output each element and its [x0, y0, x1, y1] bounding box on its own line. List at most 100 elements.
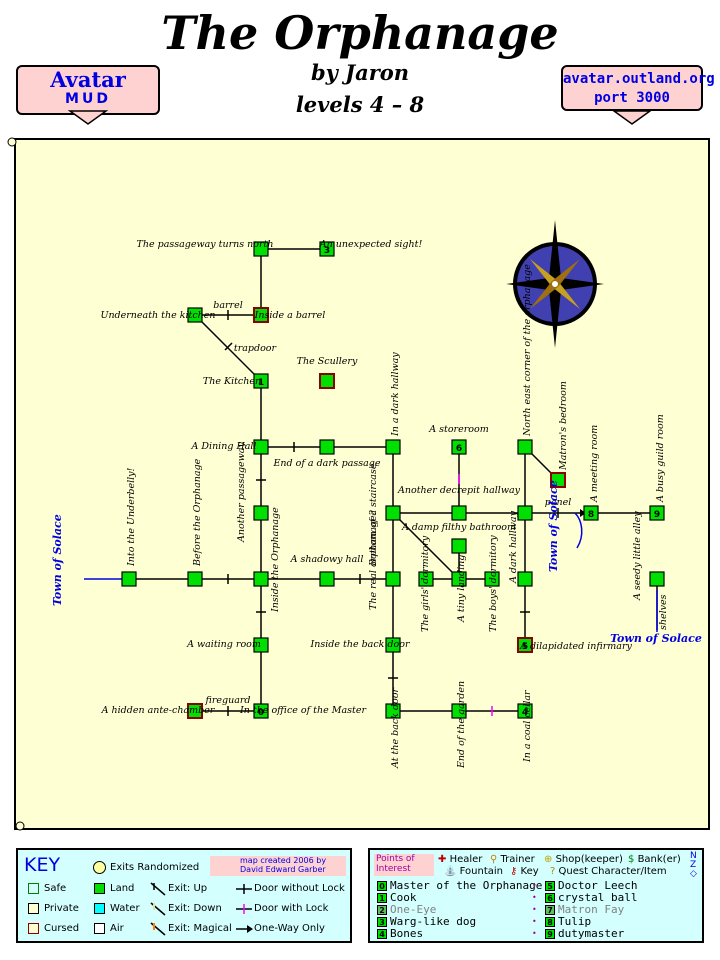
svg-text:The boys' dormitory: The boys' dormitory	[488, 535, 499, 632]
label-before-orphanage: Before the Orphanage	[192, 458, 203, 567]
poi-num-9: 9	[545, 929, 555, 939]
label-end-dark-passage: End of a dark passage	[272, 458, 380, 469]
label-passageway-north: The passageway turns north	[137, 239, 274, 250]
svg-text:In a coal cellar: In a coal cellar	[522, 689, 533, 763]
key-door-with-lock: Door with Lock	[254, 903, 329, 914]
poi-label-0: Master of the Orphanage	[390, 879, 543, 892]
label-northeast-corner: North east corner of the orphanage	[522, 264, 533, 437]
server-address: avatar.outland.org port 3000	[561, 65, 715, 111]
quest-icon: ?	[550, 866, 556, 877]
logo-tail	[67, 110, 109, 125]
scroll-curl-bottom	[15, 821, 25, 831]
key-cursed: Cursed	[44, 923, 80, 934]
poi-num-0: 0	[377, 881, 387, 891]
exit-trapdoor: trapdoor	[234, 343, 278, 354]
legend-quest: Quest Character/Item	[558, 866, 667, 877]
land-swatch	[94, 883, 105, 894]
poi-num-5: 5	[545, 881, 555, 891]
key-title: KEY	[24, 854, 61, 876]
rooms	[121, 241, 665, 719]
svg-text:Inside a barrel: Inside a barrel	[254, 310, 326, 321]
label-storeroom: A storeroom	[428, 424, 488, 435]
logo-bottom: MUD	[65, 91, 111, 107]
poi-bullets: •••••	[532, 881, 537, 938]
svg-text:Town of Solace: Town of Solace	[547, 480, 560, 572]
svg-text:Another passageway: Another passageway	[236, 442, 247, 543]
label-waiting-room: A waiting room	[186, 639, 261, 650]
exit-barrel: barrel	[213, 300, 243, 311]
map-title: The Orphanage	[161, 6, 559, 60]
key-land: Land	[110, 883, 135, 894]
key-safe: Safe	[44, 883, 67, 894]
svg-text:A meeting room: A meeting room	[589, 425, 600, 503]
svg-text:barrel: barrel	[213, 300, 243, 311]
svg-text:North east corner of the orpha: North east corner of the orphanage	[522, 264, 533, 437]
poi-label-2: One-Eye	[390, 903, 437, 916]
safe-swatch	[28, 883, 39, 894]
label-meeting-room: A meeting room	[589, 425, 600, 503]
doors	[224, 310, 559, 716]
svg-text:Inside the back door: Inside the back door	[310, 639, 411, 650]
poi-label-7: Matron Fay	[558, 903, 625, 916]
legend-shop: Shop(keeper)	[555, 854, 623, 865]
svg-text:A tiny landing: A tiny landing	[456, 555, 467, 623]
label-real-orphanage: The real orphanage?	[368, 509, 379, 610]
one-way-arrow	[580, 509, 586, 517]
label-matrons-bedroom: Matron's bedroom	[558, 381, 569, 471]
room-number-3: 3	[324, 246, 330, 256]
svg-text:Matron's bedroom: Matron's bedroom	[558, 381, 569, 471]
exit-shelves: shelves	[658, 594, 669, 630]
poi-num-1: 1	[377, 893, 387, 903]
svg-text:A Dining Hall: A Dining Hall	[191, 441, 257, 452]
key-icon: ⚷	[510, 866, 518, 877]
key-air: Air	[110, 923, 124, 934]
map-scroll	[14, 138, 710, 830]
cursed-swatch	[28, 923, 39, 934]
exit-fireguard: fireguard	[205, 695, 251, 706]
label-dark-hallway-2: A dark hallway	[508, 510, 519, 584]
key-door-without-lock: Door without Lock	[254, 883, 345, 894]
poi-num-3: 3	[377, 917, 387, 927]
key-exit-magical: Exit: Magical	[168, 923, 232, 934]
room-number-1: 1	[258, 378, 264, 388]
trapdoor	[224, 342, 233, 351]
label-end-garden: End of the garden	[456, 681, 467, 769]
label-into-underbelly: Into the Underbelly!	[126, 467, 137, 567]
room-number-0: 0	[258, 708, 264, 718]
poi-title-box	[374, 854, 434, 876]
label-tiny-landing: A tiny landing	[456, 555, 467, 623]
town-solace-east: Town of Solace	[610, 632, 702, 645]
svg-text:A waiting room: A waiting room	[186, 639, 261, 650]
room-number-5: 5	[522, 642, 528, 652]
svg-text:End of the garden: End of the garden	[456, 681, 467, 769]
svg-text:Another decrepit hallway: Another decrepit hallway	[397, 485, 521, 496]
svg-text:shelves: shelves	[658, 594, 669, 630]
label-inside-barrel: Inside a barrel	[254, 310, 326, 321]
svg-text:Before the Orphanage: Before the Orphanage	[192, 458, 203, 567]
room-number-9: 9	[654, 510, 660, 520]
svg-text:In a dark hallway: In a dark hallway	[390, 352, 401, 437]
svg-text:A seedy little alley: A seedy little alley	[632, 511, 643, 601]
room-number-6: 6	[456, 444, 462, 454]
credit-line-1: map created 2006 by	[240, 856, 327, 865]
svg-text:A dilapidated infirmary: A dilapidated infirmary	[519, 641, 632, 652]
server-port: port 3000	[594, 90, 670, 106]
legend-bank: Bank(er)	[637, 854, 681, 865]
label-at-back-door: At the back door	[390, 687, 401, 769]
healer-icon: ✚	[438, 854, 447, 865]
svg-text:In the office of the Master: In the office of the Master	[239, 705, 367, 716]
label-decrepit-hallway: Another decrepit hallway	[397, 485, 521, 496]
poi-title-line-2: Interest	[376, 864, 411, 874]
svg-text:Inside the Orphanage: Inside the Orphanage	[270, 507, 281, 613]
server-host: avatar.outland.org	[563, 71, 715, 87]
poi-label-4: Bones	[390, 927, 424, 940]
svg-text:Into the Underbelly!: Into the Underbelly!	[126, 467, 137, 567]
exit-panel: panel	[545, 497, 572, 508]
label-underneath-kitchen: Underneath the kitchen	[100, 310, 215, 321]
room-number-8: 8	[588, 510, 594, 520]
key-exit-up: Exit: Up	[168, 883, 208, 894]
label-another-passageway: Another passageway	[236, 442, 247, 543]
trainer-icon: ⚲	[490, 854, 498, 865]
svg-text:The real orphanage?: The real orphanage?	[368, 509, 379, 610]
